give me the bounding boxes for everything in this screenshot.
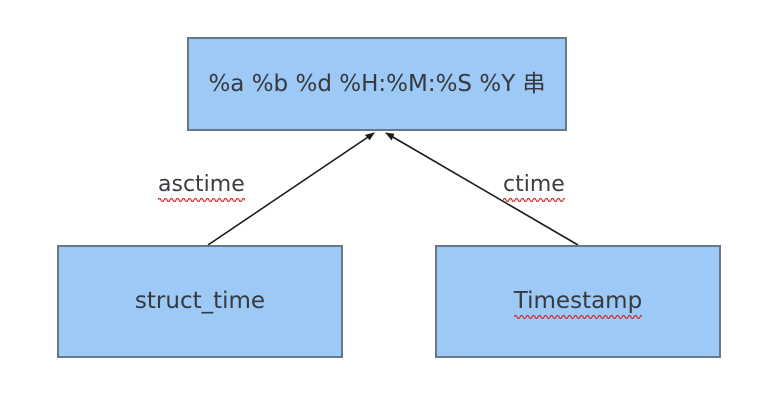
edge-label-ctime: ctime	[503, 172, 565, 202]
node-struct-time-label: struct_time	[134, 288, 266, 314]
node-format-string[interactable]: %a %b %d %H:%M:%S %Y 串	[187, 37, 567, 131]
edge-label-asctime-text: asctime	[158, 172, 245, 197]
edge-label-asctime: asctime	[158, 172, 245, 202]
edge-label-ctime-text: ctime	[503, 172, 565, 197]
node-format-string-label: %a %b %d %H:%M:%S %Y 串	[208, 70, 546, 97]
spellcheck-underline-icon	[513, 313, 643, 319]
node-timestamp-label: Timestamp	[513, 290, 643, 319]
spellcheck-underline-icon	[503, 196, 565, 202]
node-timestamp[interactable]: Timestamp	[435, 245, 721, 358]
node-struct-time[interactable]: struct_time	[57, 245, 343, 358]
spellcheck-underline-icon	[158, 196, 245, 202]
